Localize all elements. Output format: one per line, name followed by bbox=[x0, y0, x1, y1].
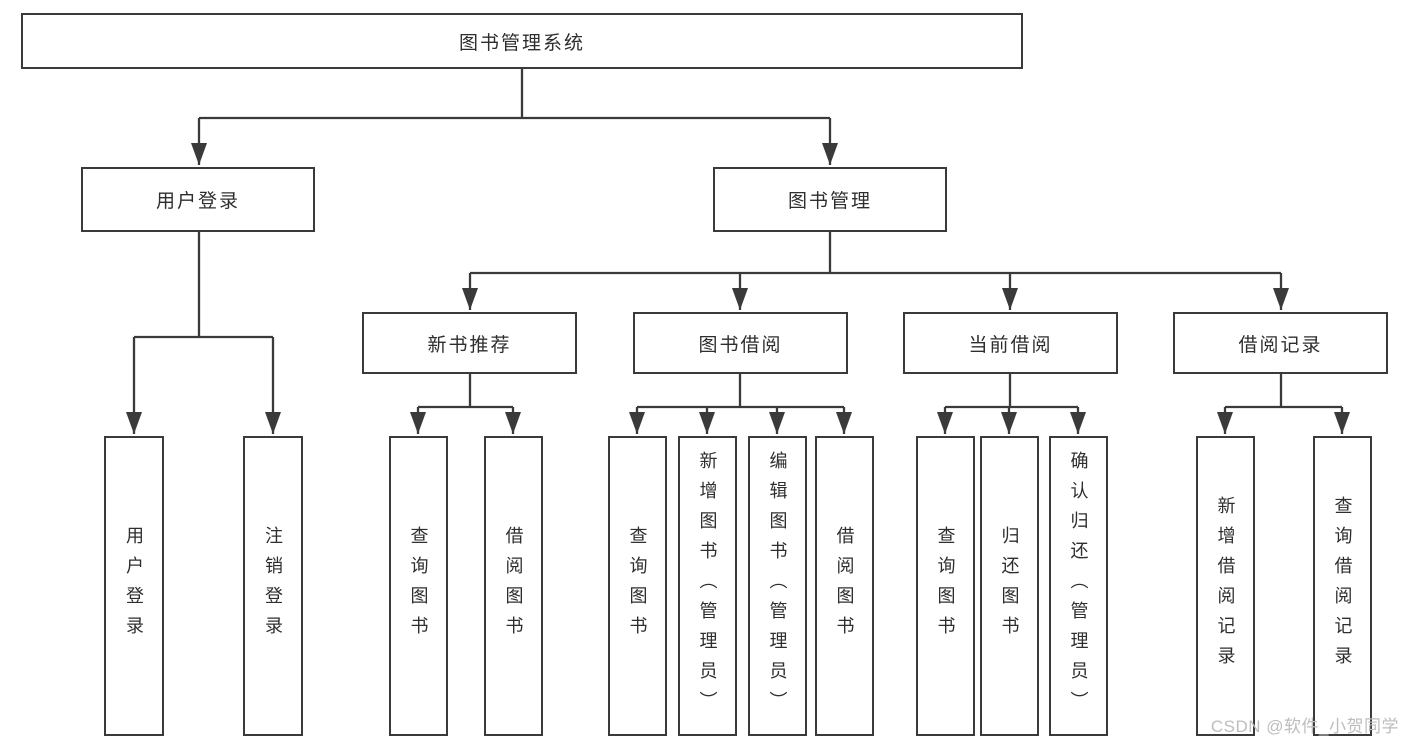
node-book-borrowing: 图书借阅 bbox=[633, 312, 848, 374]
watermark: CSDN @软件_小贺同学 bbox=[1210, 717, 1399, 736]
node-borrowing-records: 借阅记录 bbox=[1173, 312, 1388, 374]
leaf-br-query-borrow-record: 查询借阅记录 bbox=[1313, 436, 1372, 736]
leaf-bb-query-books: 查询图书 bbox=[608, 436, 667, 736]
leaf-logout: 注销登录 bbox=[243, 436, 303, 736]
leaf-nbr-query-books: 查询图书 bbox=[389, 436, 448, 736]
leaf-user-login: 用户登录 bbox=[104, 436, 164, 736]
node-library-management-system: 图书管理系统 bbox=[21, 13, 1023, 69]
node-current-borrowing: 当前借阅 bbox=[903, 312, 1118, 374]
leaf-cb-confirm-return-admin: 确认归还（管理员） bbox=[1049, 436, 1108, 736]
leaf-cb-query-books: 查询图书 bbox=[916, 436, 975, 736]
leaf-cb-return-books: 归还图书 bbox=[980, 436, 1039, 736]
leaf-nbr-borrow-books: 借阅图书 bbox=[484, 436, 543, 736]
leaf-bb-edit-books-admin: 编辑图书（管理员） bbox=[748, 436, 807, 736]
node-book-management: 图书管理 bbox=[713, 167, 947, 232]
node-new-book-recommendation: 新书推荐 bbox=[362, 312, 577, 374]
leaf-bb-borrow-books: 借阅图书 bbox=[815, 436, 874, 736]
leaf-br-add-borrow-record: 新增借阅记录 bbox=[1196, 436, 1255, 736]
leaf-bb-add-books-admin: 新增图书（管理员） bbox=[678, 436, 737, 736]
node-user-login: 用户登录 bbox=[81, 167, 315, 232]
